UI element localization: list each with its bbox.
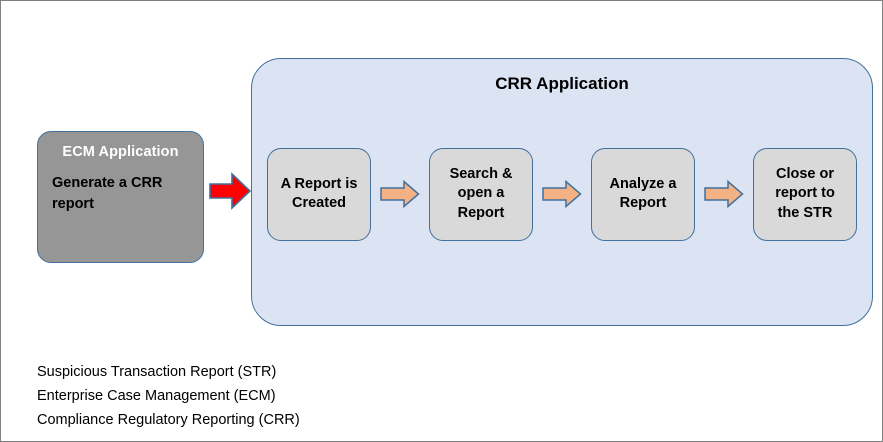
step-label: Analyze a Report bbox=[609, 175, 677, 211]
legend-line-ecm: Enterprise Case Management (ECM) bbox=[37, 387, 276, 404]
crr-application-container: CRR Application A Report is Created Sear… bbox=[251, 58, 873, 326]
process-step-close-or-report-to-the-str[interactable]: Close or report to the STR bbox=[753, 147, 857, 241]
orange-right-arrow-3-icon bbox=[704, 179, 744, 209]
ecm-application-title: ECM Application bbox=[62, 144, 179, 160]
ecm-application-box: ECM Application Generate a CRR report bbox=[37, 131, 204, 263]
acronym-legend: Suspicious Transaction Report (STR) Ente… bbox=[37, 361, 300, 432]
red-right-arrow-icon bbox=[208, 171, 252, 211]
legend-line-str: Suspicious Transaction Report (STR) bbox=[37, 364, 277, 380]
process-step-analyze-a-report[interactable]: Analyze a Report bbox=[591, 147, 695, 241]
orange-right-arrow-2-icon bbox=[542, 179, 582, 209]
step-label: Search & open a Report bbox=[449, 165, 513, 221]
legend-line-crr: Compliance Regulatory Reporting (CRR) bbox=[37, 411, 300, 428]
process-step-search-and-open-a-report[interactable]: Search & open a Report bbox=[429, 147, 533, 241]
process-step-a-report-is-created[interactable]: A Report is Created bbox=[267, 147, 371, 241]
orange-right-arrow-1-icon bbox=[380, 179, 420, 209]
ecm-application-body: Generate a CRR report bbox=[52, 175, 163, 212]
process-step-row: A Report is Created Search & open a Repo… bbox=[267, 147, 857, 241]
step-label: Close or report to the STR bbox=[775, 165, 835, 221]
crr-application-title: CRR Application bbox=[495, 74, 629, 93]
step-label: A Report is Created bbox=[280, 175, 358, 211]
